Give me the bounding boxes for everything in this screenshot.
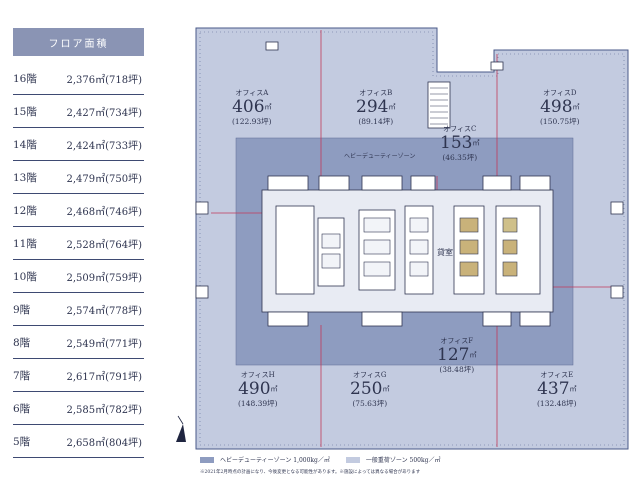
floor-area-value: 2,479㎡(750坪) [66,174,142,185]
office-a-label: オフィスA 406㎡ (122.93坪) [232,89,272,126]
floor-area-table: フロア面積 16階 2,376㎡(718坪) 15階 2,427㎡(734坪) 14階 2… [13,28,144,458]
footnote: ※2021年2月時点の計画になり、今後変更となる可能性があります。※施設によって… [200,470,421,475]
floor-row: 12階 2,468㎡(746坪) [13,193,144,227]
floor-label: 11階 [13,238,37,250]
floor-area-value: 2,427㎡(734坪) [66,108,142,119]
floor-row: 16階 2,376㎡(718坪) [13,61,144,95]
floor-label: 5階 [13,436,31,448]
floor-area-value: 2,424㎡(733坪) [66,141,142,152]
floor-area-value: 2,549㎡(771坪) [66,339,142,350]
floor-row: 9階 2,574㎡(778坪) [13,292,144,326]
floor-row: 5階 2,658㎡(804坪) [13,424,144,458]
floor-area-value: 2,468㎡(746坪) [66,207,142,218]
floor-row: 10階 2,509㎡(759坪) [13,259,144,293]
office-g-label: オフィスG 250㎡ (75.63坪) [350,371,390,408]
legend-heavy-swatch [200,456,214,463]
floor-row: 11階 2,528㎡(764坪) [13,226,144,260]
floor-area-value: 2,509㎡(759坪) [66,273,142,284]
top-stair [427,81,451,129]
office-h-label: オフィスH 490㎡ (148.39坪) [238,371,278,408]
floor-area-value: 2,528㎡(764坪) [66,240,142,251]
floor-label: 7階 [13,370,31,382]
floor-row: 13階 2,479㎡(750坪) [13,160,144,194]
floor-row: 15階 2,427㎡(734坪) [13,94,144,128]
office-b-label: オフィスB 294㎡ (89.14坪) [356,89,396,126]
office-c-label: オフィスC 153㎡ (46.35坪) [440,125,480,162]
elevators [321,217,518,277]
floor-row: 6階 2,585㎡(782坪) [13,391,144,425]
legend-general-text: 一般重荷ゾーン 500kg／㎡ [365,457,441,464]
floor-row: 8階 2,549㎡(771坪) [13,325,144,359]
floor-row: 7階 2,617㎡(791坪) [13,358,144,392]
office-e-label: オフィスE 437㎡ (132.48坪) [537,371,577,408]
floor-label: 13階 [13,172,37,184]
floor-label: 6階 [13,403,31,415]
floor-label: 16階 [13,73,37,85]
floor-label: 10階 [13,271,37,283]
legend-general-swatch [345,456,360,463]
office-f-label: オフィスF 127㎡ (38.48坪) [437,337,477,374]
floor-label: 14階 [13,139,37,151]
floor-area-value: 2,585㎡(782坪) [66,405,142,416]
floor-area-value: 2,376㎡(718坪) [66,75,142,86]
floor-row: 14階 2,424㎡(733坪) [13,127,144,161]
north-arrow-icon [176,415,186,442]
floor-label: 9階 [13,304,31,316]
office-d-label: オフィスD 498㎡ (150.75坪) [540,89,580,126]
kashitsu-label: 貸室 [437,248,453,257]
floor-area-value: 2,658㎡(804坪) [66,438,142,449]
floor-label: 12階 [13,205,37,217]
floor-label: 8階 [13,337,31,349]
legend: ヘビーデューティーゾーン 1,000kg／㎡ 一般重荷ゾーン 500kg／㎡ [200,455,440,464]
columns [195,41,624,299]
floor-area-header: フロア面積 [13,28,144,56]
legend-heavy-text: ヘビーデューティーゾーン 1,000kg／㎡ [220,457,330,464]
floor-area-value: 2,574㎡(778坪) [66,306,142,317]
floor-label: 15階 [13,106,37,118]
heavy-zone-label: ヘビーデューティーゾーン [344,153,416,160]
floor-area-value: 2,617㎡(791坪) [66,372,142,383]
